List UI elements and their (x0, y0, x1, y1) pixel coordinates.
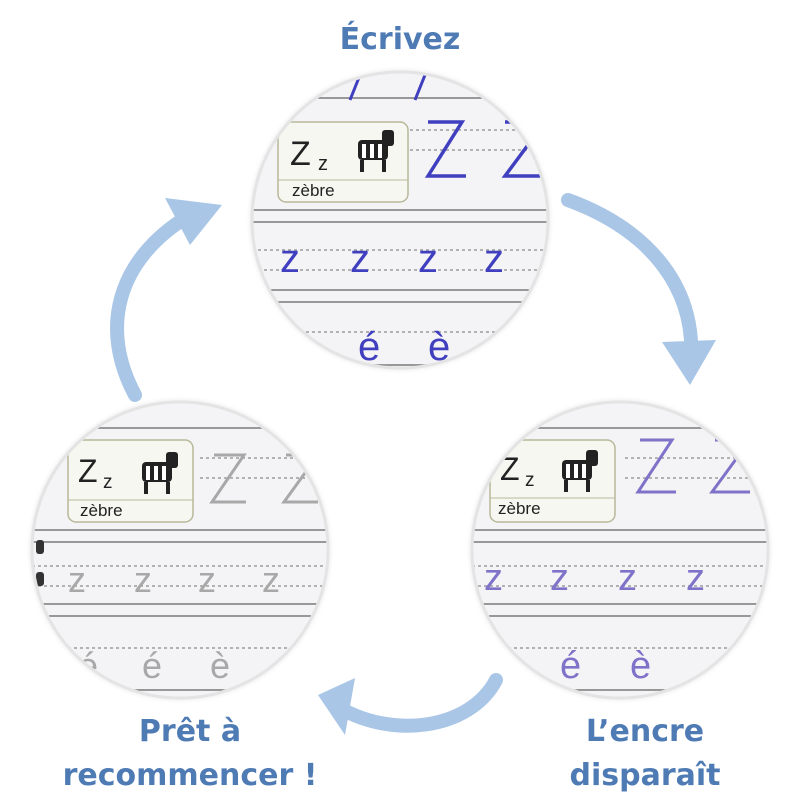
svg-text:z: z (418, 237, 438, 281)
card-word: zèbre (80, 501, 123, 520)
step-label-restart: Prêt à recommencer ! (50, 710, 330, 798)
svg-text:è: è (428, 325, 450, 369)
svg-text:z: z (484, 237, 504, 281)
svg-text:z: z (350, 237, 370, 281)
practice-row-z: z z z z (68, 559, 280, 600)
arrowhead-right-icon (165, 198, 222, 245)
card-letter-lower: z (318, 153, 328, 175)
svg-text:z: z (198, 559, 216, 600)
arrow-right-to-left (318, 673, 503, 735)
svg-text:z: z (550, 557, 569, 599)
card-letter-upper: Z (78, 453, 98, 489)
arrow-left-to-top (110, 198, 222, 402)
practice-row-z: z z z z (280, 237, 504, 281)
arrowhead-left-icon (318, 678, 355, 735)
arrow-top-to-right (561, 193, 716, 385)
practice-row-z: z z z z (484, 557, 705, 599)
zebra-icon (142, 452, 178, 494)
svg-text:z: z (280, 237, 300, 281)
arrowhead-down-icon (662, 340, 716, 385)
letter-card (67, 439, 194, 523)
svg-text:é: é (560, 645, 581, 687)
card-word: zèbre (292, 181, 335, 200)
step-label-write-text: Écrivez (339, 22, 461, 57)
step-label-restart-line2: recommencer ! (62, 758, 318, 793)
svg-text:é: é (358, 325, 380, 369)
practice-row-accents: é è (560, 645, 651, 687)
svg-text:z: z (134, 559, 152, 600)
svg-text:è: è (630, 645, 651, 687)
step-label-ink-line1: L’encre (585, 714, 705, 749)
practice-row-accents: é è (358, 325, 450, 369)
photo-circle-write: Z z zèbre z z z z (250, 70, 550, 370)
photo-circle-ready-again: Z z zèbre z z z z (30, 400, 330, 700)
card-word: zèbre (498, 499, 541, 518)
card-letter-lower: z (103, 472, 113, 493)
step-label-ink-line2: disparaît (569, 758, 721, 793)
svg-text:é: é (142, 645, 162, 686)
step-label-write: Écrivez (250, 18, 550, 62)
svg-text:z: z (686, 557, 705, 599)
svg-text:è: è (210, 645, 230, 686)
card-letter-lower: z (525, 470, 535, 491)
svg-text:z: z (68, 559, 86, 600)
card-letter-upper: Z (290, 135, 311, 173)
zebra-icon (358, 130, 394, 172)
zebra-icon (562, 450, 598, 492)
photo-circle-ink-disappears: Z z zèbre z z z z (470, 400, 770, 700)
step-label-ink-disappears: L’encre disparaît (520, 710, 770, 798)
svg-text:z: z (618, 557, 637, 599)
card-letter-upper: Z (500, 451, 520, 487)
svg-text:z: z (484, 557, 503, 599)
step-label-restart-line1: Prêt à (138, 714, 242, 749)
svg-text:z: z (262, 559, 280, 600)
binder-rings (36, 540, 44, 586)
